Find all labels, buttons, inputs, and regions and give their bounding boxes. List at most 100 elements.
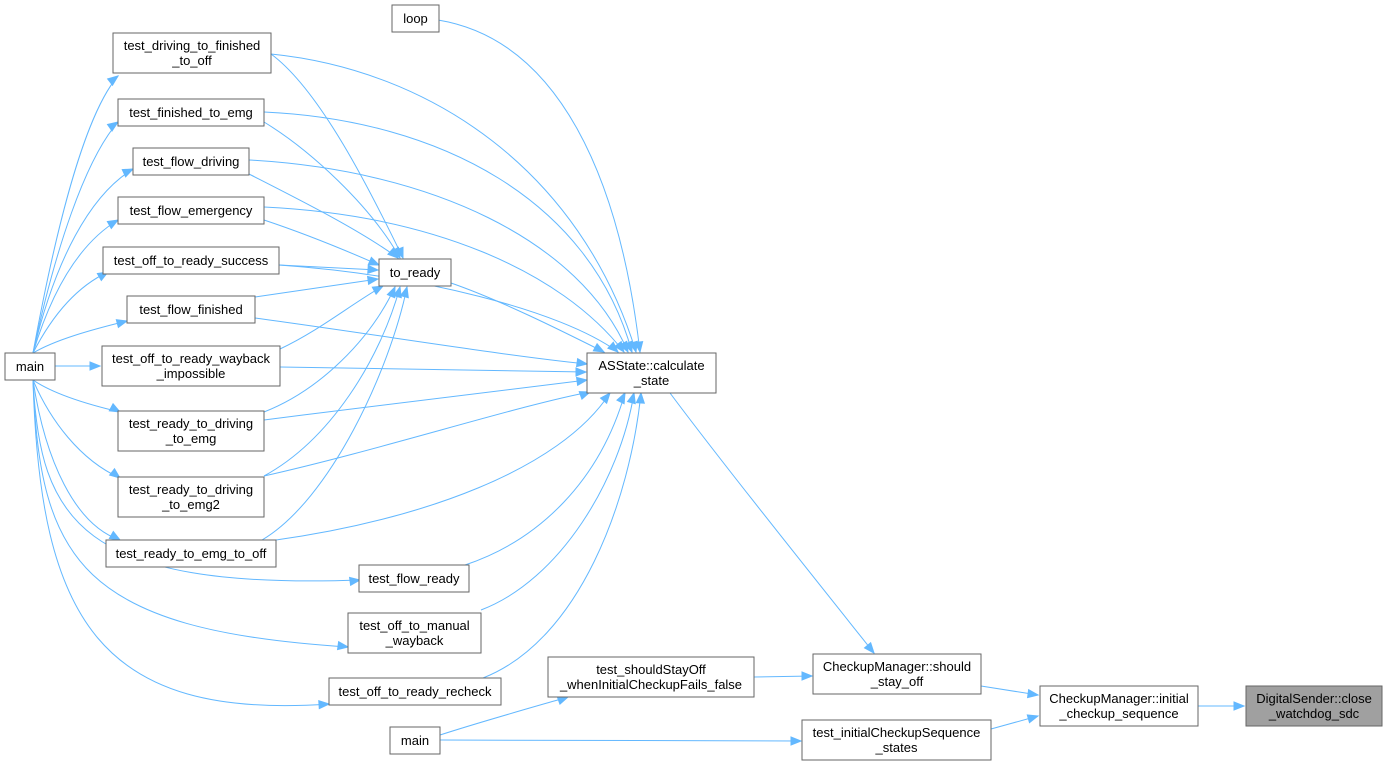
- graph-node-cm-ics[interactable]: CheckupManager::initial_checkup_sequence: [1039, 685, 1199, 727]
- call-edge: [248, 159, 629, 353]
- node-label: ASState::calculate: [598, 358, 704, 373]
- graph-node-t-otrr[interactable]: test_off_to_ready_recheck: [328, 677, 502, 706]
- edge-arrowhead: [371, 285, 385, 296]
- node-box[interactable]: [391, 4, 440, 33]
- node-box[interactable]: [358, 564, 470, 593]
- edge-arrowhead: [336, 640, 350, 651]
- node-box[interactable]: [117, 476, 265, 518]
- call-edge: [254, 278, 379, 298]
- call-edge: [278, 264, 619, 353]
- call-edge: [464, 392, 626, 566]
- graph-node-loop[interactable]: loop: [391, 4, 440, 33]
- edge-arrowhead: [108, 402, 122, 413]
- call-edge: [279, 285, 384, 350]
- call-edge: [263, 111, 633, 353]
- node-label: _impossible: [156, 366, 226, 381]
- graph-node-t-rteto[interactable]: test_ready_to_emg_to_off: [105, 539, 277, 568]
- call-edge: [32, 168, 134, 354]
- node-box[interactable]: [117, 196, 265, 225]
- node-box[interactable]: [389, 726, 441, 755]
- call-edge: [32, 379, 121, 541]
- graph-node-t-ics[interactable]: test_initialCheckupSequence_states: [801, 719, 992, 761]
- edge-arrowhead: [635, 391, 646, 404]
- graph-node-t-fr[interactable]: test_flow_ready: [358, 564, 470, 593]
- call-edge: [275, 392, 611, 541]
- graph-node-t-rtde[interactable]: test_ready_to_driving_to_emg: [117, 410, 265, 452]
- call-edge: [482, 392, 642, 679]
- graph-node-to-ready[interactable]: to_ready: [378, 258, 452, 287]
- node-box[interactable]: [101, 345, 281, 387]
- edge-arrowhead: [556, 696, 570, 705]
- node-label: _stay_off: [870, 674, 924, 689]
- node-box[interactable]: [126, 295, 256, 324]
- node-label: to_ready: [390, 265, 441, 280]
- node-box[interactable]: [105, 539, 277, 568]
- graph-node-t-ff[interactable]: test_flow_finished: [126, 295, 256, 324]
- node-label: _to_emg2: [161, 497, 220, 512]
- node-box[interactable]: [132, 147, 250, 176]
- graph-node-main2[interactable]: main: [389, 726, 441, 755]
- call-edge: [270, 53, 404, 259]
- graph-node-cm-sso[interactable]: CheckupManager::should_stay_off: [812, 653, 982, 695]
- graph-node-t-sso[interactable]: test_shouldStayOff_whenInitialCheckupFai…: [547, 656, 755, 698]
- node-box[interactable]: [117, 410, 265, 452]
- call-edge: [32, 379, 349, 648]
- node-label: main: [401, 733, 429, 748]
- edge-arrowhead: [108, 530, 122, 541]
- call-edge: [263, 121, 401, 259]
- edge-arrowhead: [616, 391, 626, 405]
- graph-node-t-otmw[interactable]: test_off_to_manual_wayback: [347, 612, 482, 654]
- node-label: _states: [875, 740, 918, 755]
- node-box[interactable]: [801, 719, 992, 761]
- node-label: main: [16, 359, 44, 374]
- node-box[interactable]: [102, 246, 280, 275]
- node-box[interactable]: [378, 258, 452, 287]
- graph-edges: [32, 19, 1246, 746]
- graph-node-ds-cws[interactable]: DigitalSender::close_watchdog_sdc: [1245, 685, 1383, 727]
- edge-arrowhead: [607, 341, 619, 353]
- call-edge: [32, 75, 119, 354]
- node-label: test_shouldStayOff: [596, 662, 706, 677]
- node-label: _to_off: [171, 53, 212, 68]
- node-box[interactable]: [1245, 685, 1383, 727]
- call-edge: [32, 379, 361, 582]
- node-box[interactable]: [1039, 685, 1199, 727]
- graph-node-t-fe[interactable]: test_flow_emergency: [117, 196, 265, 225]
- node-label: _whenInitialCheckupFails_false: [559, 677, 742, 692]
- call-edge: [270, 53, 637, 353]
- node-label: CheckupManager::should: [823, 659, 971, 674]
- node-label: DigitalSender::close: [1256, 691, 1372, 706]
- node-label: test_flow_finished: [139, 302, 242, 317]
- edge-arrowhead: [108, 467, 122, 479]
- node-box[interactable]: [4, 352, 56, 381]
- edge-arrowhead: [386, 285, 396, 299]
- node-label: _wayback: [385, 633, 444, 648]
- graph-node-main1[interactable]: main: [4, 352, 56, 381]
- graph-node-asstate[interactable]: ASState::calculate_state: [586, 352, 717, 394]
- node-box[interactable]: [547, 656, 755, 698]
- node-label: test_flow_driving: [143, 154, 240, 169]
- graph-node-t-fte[interactable]: test_finished_to_emg: [117, 98, 265, 127]
- edge-arrowhead: [392, 285, 402, 299]
- edge-arrowhead: [106, 219, 120, 230]
- graph-node-t-otrw[interactable]: test_off_to_ready_wayback_impossible: [101, 345, 281, 387]
- node-label: _state: [633, 373, 669, 388]
- edge-arrowhead: [575, 357, 589, 368]
- node-label: _checkup_sequence: [1058, 706, 1178, 721]
- graph-node-t-fd[interactable]: test_flow_driving: [132, 147, 250, 176]
- node-box[interactable]: [347, 612, 482, 654]
- node-box[interactable]: [812, 653, 982, 695]
- graph-node-t-dtfo[interactable]: test_driving_to_finished_to_off: [112, 32, 272, 74]
- graph-node-t-rtde2[interactable]: test_ready_to_driving_to_emg2: [117, 476, 265, 518]
- call-edge: [263, 379, 588, 421]
- node-box[interactable]: [117, 98, 265, 127]
- edge-arrowhead: [592, 342, 606, 353]
- graph-node-t-otrs[interactable]: test_off_to_ready_success: [102, 246, 280, 275]
- node-label: test_off_to_manual: [359, 618, 469, 633]
- node-box[interactable]: [328, 677, 502, 706]
- edge-arrowhead: [318, 699, 331, 710]
- node-label: loop: [403, 11, 428, 26]
- node-box[interactable]: [586, 352, 717, 394]
- node-box[interactable]: [112, 32, 272, 74]
